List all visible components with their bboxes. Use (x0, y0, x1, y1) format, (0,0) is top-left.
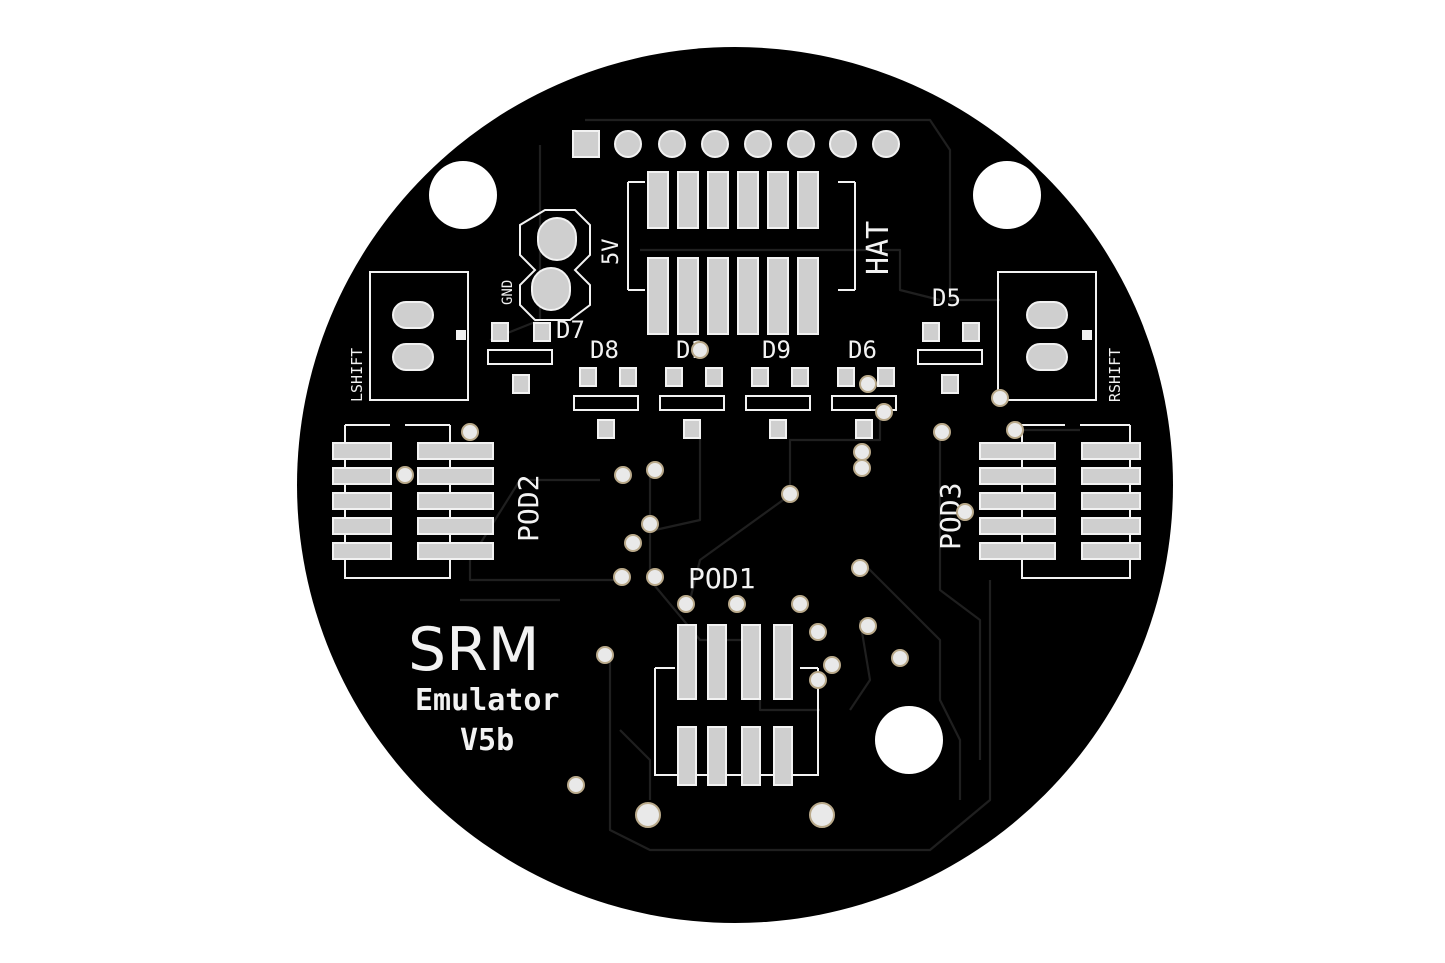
via-icon (728, 595, 746, 613)
header-pin-icon (614, 130, 642, 158)
d9-label: D9 (762, 336, 791, 364)
header-pin-icon (572, 130, 600, 158)
via-icon (859, 617, 877, 635)
via-icon (956, 503, 974, 521)
diode-d5 (917, 322, 983, 394)
board-subtitle: Emulator (415, 683, 560, 718)
pod3-connector (979, 424, 1141, 579)
via-icon (823, 656, 841, 674)
via-icon (596, 646, 614, 664)
power-jumper (519, 209, 591, 321)
via-icon (851, 559, 869, 577)
via-icon (781, 485, 799, 503)
pod1-connector (654, 624, 819, 786)
header-pin-icon (658, 130, 686, 158)
d5-label: D5 (932, 284, 961, 312)
pod2-label: POD2 (512, 475, 545, 542)
via-icon (646, 461, 664, 479)
rshift-label: RSHIFT (1106, 348, 1124, 402)
diode-d8 (573, 367, 639, 439)
diode-d9 (745, 367, 811, 439)
via-icon (809, 671, 827, 689)
via-icon (691, 341, 709, 359)
via-icon (853, 459, 871, 477)
board-version: V5b (460, 723, 514, 758)
hat-connector (627, 171, 856, 335)
diode-d1 (659, 367, 725, 439)
board-title: SRM (408, 615, 540, 685)
trace-layer (460, 118, 1080, 852)
via-icon (875, 403, 893, 421)
header-pin-icon (744, 130, 772, 158)
mounting-hole-icon (973, 161, 1041, 229)
via-icon (859, 375, 877, 393)
via-icon (614, 466, 632, 484)
via-icon (613, 568, 631, 586)
via-icon (641, 515, 659, 533)
header-pin-icon (701, 130, 729, 158)
board-outline (297, 47, 1173, 923)
header-pin-icon (829, 130, 857, 158)
via-icon (991, 389, 1009, 407)
hat-label: HAT (861, 221, 896, 275)
via-icon (809, 623, 827, 641)
via-icon (853, 443, 871, 461)
via-icon (396, 466, 414, 484)
header-pin-icon (872, 130, 900, 158)
via-icon (809, 802, 835, 828)
diode-d7 (487, 322, 553, 394)
5v-label: 5V (599, 239, 624, 266)
via-icon (461, 423, 479, 441)
via-icon (624, 534, 642, 552)
header-pin-icon (787, 130, 815, 158)
mounting-hole-icon (429, 161, 497, 229)
d8-label: D8 (590, 336, 619, 364)
via-icon (791, 595, 809, 613)
header-pins (572, 130, 900, 158)
via-icon (891, 649, 909, 667)
lshift-connector (369, 271, 469, 401)
via-icon (933, 423, 951, 441)
diode-d6 (831, 367, 897, 439)
lshift-label: LSHIFT (348, 348, 366, 402)
mounting-hole-icon (875, 706, 943, 774)
via-icon (646, 568, 664, 586)
via-icon (1006, 421, 1024, 439)
d7-label: D7 (556, 316, 585, 344)
pod2-connector (332, 424, 494, 579)
vias (396, 341, 1024, 828)
rshift-connector (997, 271, 1097, 401)
via-icon (567, 776, 585, 794)
gnd-label: GND (500, 280, 516, 305)
via-icon (635, 802, 661, 828)
via-icon (677, 595, 695, 613)
d6-label: D6 (848, 336, 877, 364)
pod1-label: POD1 (688, 562, 755, 595)
